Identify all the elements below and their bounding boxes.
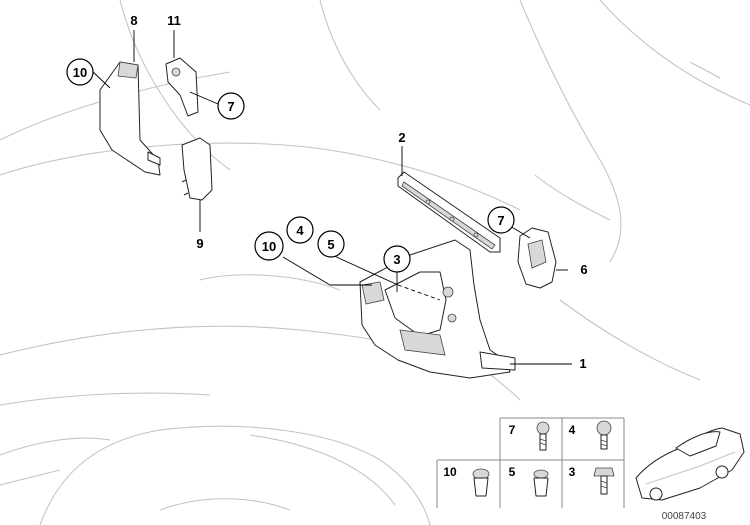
callout-label: 8 xyxy=(130,13,137,28)
part-10-bracket xyxy=(99,61,161,176)
part-9-panel xyxy=(181,137,213,201)
callout-8: 8 xyxy=(130,13,137,28)
screw-4-icon xyxy=(596,420,612,450)
bolt-3-icon xyxy=(593,467,615,495)
callout-7-top: 7 xyxy=(217,92,245,120)
screw-7-icon xyxy=(536,421,550,451)
clip-5-icon xyxy=(533,469,549,497)
callout-label: 7 xyxy=(227,99,234,114)
callout-label: 3 xyxy=(393,252,400,267)
callout-label: 2 xyxy=(398,130,405,145)
callout-10-left: 10 xyxy=(66,58,94,86)
part-11-cover xyxy=(165,57,199,117)
callout-4: 4 xyxy=(286,216,314,244)
part-6-trim xyxy=(517,227,557,289)
fastener-legend: 7 4 10 5 3 xyxy=(436,417,625,508)
legend-number: 10 xyxy=(443,465,457,479)
legend-number: 5 xyxy=(509,465,516,479)
callout-2: 2 xyxy=(398,130,405,145)
legend-number: 7 xyxy=(509,423,516,437)
part-1-main-panel xyxy=(359,239,516,379)
callout-1: 1 xyxy=(579,356,586,371)
legend-number: 4 xyxy=(569,423,576,437)
callout-7-right: 7 xyxy=(487,206,515,234)
car-thumbnail-icon xyxy=(635,427,745,501)
leader-lines xyxy=(92,30,572,365)
part-2-strip xyxy=(397,171,501,253)
callout-label: 11 xyxy=(167,13,181,28)
callout-label: 7 xyxy=(497,213,504,228)
callout-9: 9 xyxy=(196,236,203,251)
callout-label: 9 xyxy=(196,236,203,251)
callout-label: 4 xyxy=(296,223,304,238)
callout-10-mid: 10 xyxy=(254,231,284,261)
callout-label: 10 xyxy=(262,239,276,254)
callout-6: 6 xyxy=(580,262,587,277)
clip-10-icon xyxy=(472,468,490,497)
callout-label: 6 xyxy=(580,262,587,277)
callout-3: 3 xyxy=(383,245,411,273)
callout-11: 11 xyxy=(167,13,181,28)
callout-label: 1 xyxy=(579,356,586,371)
callout-label: 5 xyxy=(327,237,334,252)
callout-5: 5 xyxy=(317,230,345,258)
callout-label: 10 xyxy=(73,65,87,80)
legend-number: 3 xyxy=(569,465,576,479)
diagram-id-label: 00087403 xyxy=(662,511,707,522)
